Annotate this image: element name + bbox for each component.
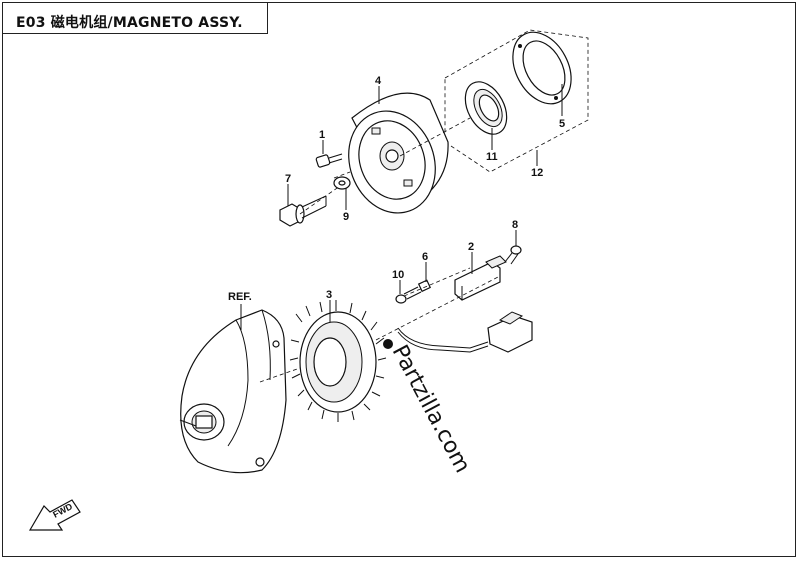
callout-12: 12 [531,167,543,179]
group-12-outline [444,29,589,173]
callout-3: 3 [326,289,332,301]
part-10-washer[interactable] [395,294,407,304]
callout-5: 5 [559,118,565,130]
callout-11: 11 [486,151,498,163]
part-7-flange-bolt[interactable] [279,195,327,227]
part-3-stator[interactable] [289,300,387,422]
callout-ref: REF. [228,291,252,303]
fwd-arrow-icon: FWD [28,499,81,531]
callout-2: 2 [468,241,474,253]
part-6-bolt[interactable] [403,279,432,300]
part-11-clutch[interactable] [457,75,515,141]
callout-7: 7 [285,173,291,185]
callout-8: 8 [512,219,518,231]
page-title: E03 磁电机组/MAGNETO ASSY. [16,15,243,31]
callout-6: 6 [422,251,428,263]
leader-lines [240,84,563,330]
watermark: Partzilla.com [383,339,475,477]
stator-wire-harness[interactable] [397,311,533,353]
part-4-flywheel[interactable] [335,92,450,225]
alignment-axes [259,117,501,383]
part-9-washer[interactable] [333,176,351,190]
ref-generator-cover [179,309,287,474]
part-5-cover[interactable] [501,22,583,114]
watermark-text: Partzilla.com [387,341,475,477]
callout-10: 10 [392,269,404,281]
part-2-sensor[interactable] [454,255,507,301]
callout-9: 9 [343,211,349,223]
title-box: E03 磁电机组/MAGNETO ASSY. [2,2,268,34]
part-8-screw[interactable] [504,245,522,265]
callout-1: 1 [319,129,325,141]
callout-labels: 1 4 7 9 5 11 12 2 8 6 10 3 REF. [228,75,565,303]
part-1-bolt[interactable] [315,153,343,168]
callout-4: 4 [375,75,382,87]
